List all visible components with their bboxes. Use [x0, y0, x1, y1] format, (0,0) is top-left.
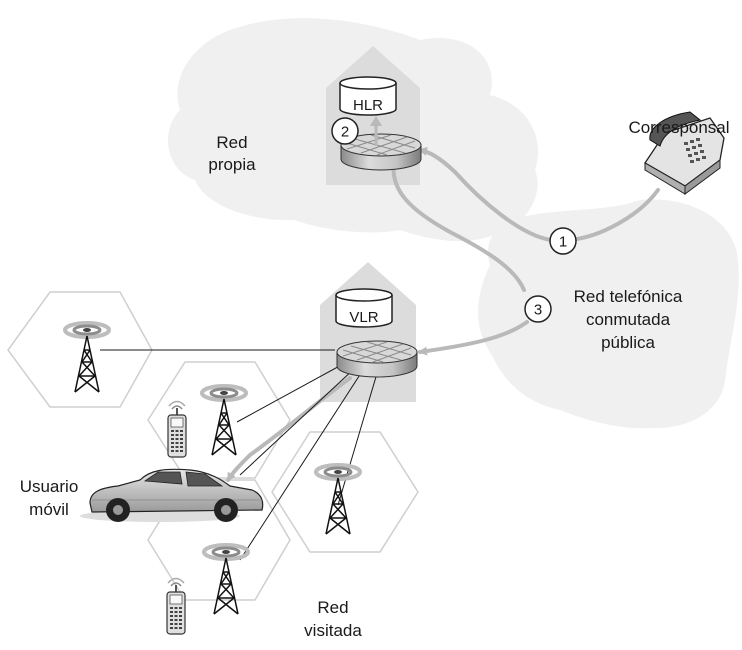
- vlr-building: [320, 262, 416, 402]
- routing-arrows: [226, 146, 660, 482]
- mobile-user-line-1: Usuario: [20, 477, 79, 496]
- visited-network-label: Red visitada: [304, 598, 362, 640]
- home-network-line-2: propia: [208, 155, 256, 174]
- tower-icon: [314, 463, 362, 536]
- vlr-label: VLR: [349, 309, 378, 326]
- cellphone-icon: [166, 577, 186, 635]
- hlr-database-icon: HLR: [339, 76, 397, 116]
- step-2-label: 2: [341, 124, 349, 141]
- pstn-cloud: [478, 199, 739, 429]
- step-circle-2: 2: [331, 117, 359, 145]
- phone-icon: [644, 111, 725, 195]
- vlr-switch-icon: [336, 340, 418, 378]
- correspondent-label: Corresponsal: [628, 118, 729, 137]
- step-circle-1: 1: [549, 227, 577, 255]
- hlr-query-arrow: [370, 116, 382, 146]
- step-3-label: 3: [534, 302, 542, 319]
- step-1-label: 1: [559, 234, 567, 251]
- pstn-label: Red telefónica conmutada pública: [574, 287, 683, 352]
- pstn-line-3: pública: [601, 333, 655, 352]
- vlr-database-icon: VLR: [335, 288, 393, 328]
- visited-network-line-2: visitada: [304, 621, 362, 640]
- pstn-line-2: conmutada: [586, 310, 671, 329]
- hlr-label: HLR: [353, 97, 383, 114]
- visited-network-line-1: Red: [317, 598, 348, 617]
- home-network-label: Red propia: [208, 133, 256, 174]
- tower-icon: [63, 321, 111, 394]
- radio-links: [100, 349, 379, 561]
- pstn-line-1: Red telefónica: [574, 287, 683, 306]
- home-network-line-1: Red: [216, 133, 247, 152]
- cellphone-icon: [167, 400, 187, 458]
- cell-hexagons: [7, 291, 419, 601]
- car-icon: [80, 468, 264, 522]
- mobile-user-label: Usuario móvil: [20, 477, 79, 519]
- step-circle-3: 3: [524, 295, 552, 323]
- tower-icon: [202, 543, 250, 616]
- mobile-user-line-2: móvil: [29, 500, 69, 519]
